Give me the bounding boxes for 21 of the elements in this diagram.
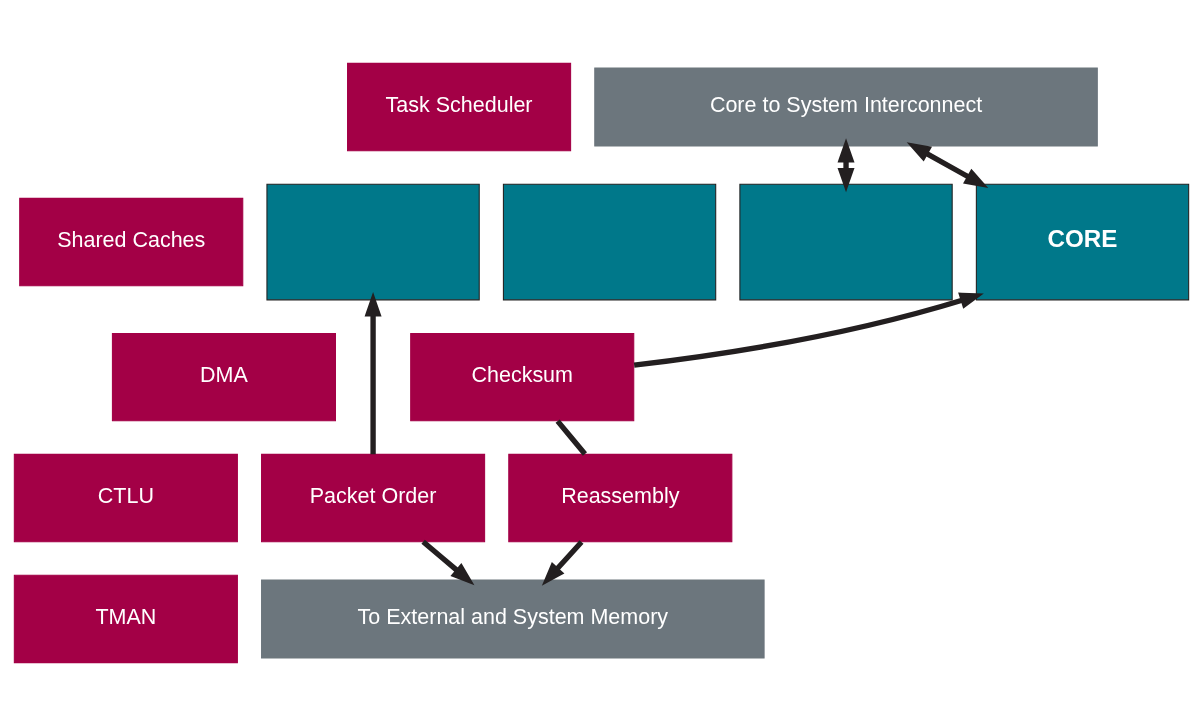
node-box: DMA (111, 332, 336, 421)
node-box: To External and System Memory (261, 578, 765, 658)
node-box: Task Scheduler (347, 62, 572, 151)
arrow (541, 539, 584, 586)
node-box: Checksum (410, 332, 635, 421)
arrow (364, 291, 382, 454)
connector (555, 418, 587, 456)
node-box: TMAN (13, 574, 238, 663)
arrow (421, 539, 475, 585)
node-box: CORE (975, 183, 1190, 300)
node-box (266, 183, 480, 300)
arrow (837, 137, 855, 192)
node-box: Packet Order (261, 453, 486, 542)
node-box (739, 183, 953, 300)
node-box: Shared Caches (19, 197, 244, 286)
node-box: Core to System Interconnect (594, 67, 1098, 147)
arrow (906, 141, 989, 188)
node-box (502, 183, 717, 300)
node-box: CTLU (13, 453, 238, 542)
arrow (633, 292, 984, 368)
node-box: Reassembly (508, 453, 733, 542)
